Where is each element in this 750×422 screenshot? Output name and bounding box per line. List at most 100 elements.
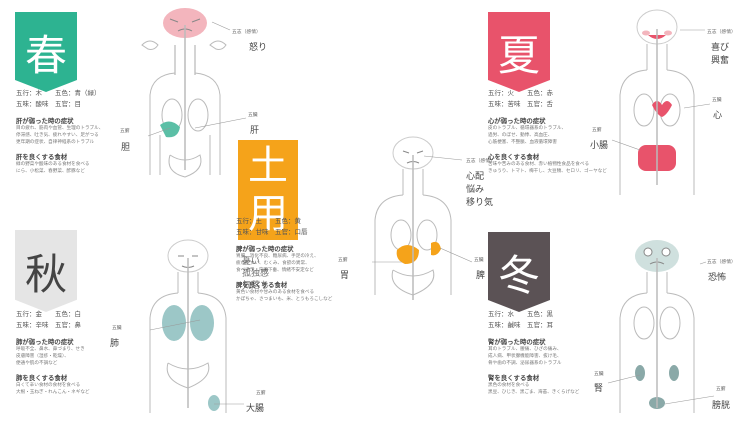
spring-info: 五行：木 五色：青（緑） 五味：酸味 五官：目 肝が弱った時の症状 目の疲れ、筋… — [16, 88, 103, 175]
spring-bowel-category: 五腑 — [120, 129, 130, 134]
autumn-attr-1: 五行：金 五色：白 — [16, 310, 81, 318]
spring-weak-text-2: 停滞感、吐き気、疲れやすい、足がつる — [16, 133, 99, 138]
spleen-organ — [431, 241, 441, 256]
spring-good-text-2: にら、小松菜、春野菜、酢豚など — [16, 169, 85, 174]
winter-organ-bladder: 膀胱 — [712, 401, 731, 411]
summer-good-title: 心を良くする食材 — [488, 153, 540, 161]
doyo-kanji-1: 土 — [248, 143, 288, 189]
winter-emotion-label: 恐怖 — [708, 273, 727, 283]
summer-body-illustration — [619, 9, 695, 195]
summer-organ-category: 五臓 — [712, 98, 722, 103]
summer-weak-text: 皮のトラブル、循環器系のトラブル、 — [488, 126, 567, 131]
liver-organ — [160, 121, 180, 138]
autumn-weak-text-3: 便通や肌の不調など — [16, 361, 58, 366]
doyo-emotion-labels: 心配 悩み 移り気 — [466, 171, 493, 210]
summer-badge: 夏 — [488, 12, 550, 92]
winter-badge: 冬 — [488, 232, 550, 312]
winter-weak-text-3: 骨や歯の不調、泌尿器系のトラブル — [488, 361, 562, 366]
doyo-weak-title: 脾が弱った時の症状 — [236, 245, 294, 253]
autumn-organ-lung: 肺 — [110, 339, 120, 349]
heart-organ — [652, 101, 672, 117]
summer-weak-text-2: 過労、のぼせ、動悸、高血圧、 — [488, 133, 553, 138]
winter-emotion-category: 五志（感情） — [707, 260, 736, 265]
autumn-good-text-2: 大根・玉ねぎ・れんこん・ネギなど — [16, 390, 90, 395]
doyo-organ-spleen: 脾 — [476, 271, 486, 281]
spring-weak-text: 目の疲れ、筋肉や血管、生理のトラブル、 — [16, 126, 104, 131]
summer-good-text: 苦味や苦みのある食材、赤い植物性食品を食べる — [488, 162, 590, 167]
autumn-good-text: 白くて辛い食材の食材を食べる — [16, 383, 81, 388]
spring-emotion-label: 怒り — [249, 43, 268, 53]
autumn-good-title: 肺を良くする食材 — [16, 374, 68, 382]
doyo-weak-text-3: 食べ過ぎ、内臓下垂、情緒不安定など — [236, 268, 314, 273]
winter-body-illustration — [619, 240, 695, 413]
doyo-organ-stomach: 胃 — [340, 271, 350, 281]
doyo-weak-text-2: 疲れやすい、むくみ、食欲の異常、 — [236, 261, 310, 266]
overlap-emotion-1: 憂い — [242, 257, 261, 267]
overlap-emotion-2: 孤独感 — [242, 269, 270, 279]
summer-info: 五行：火 五色：赤 五味：苦味 五官：舌 心が弱った時の症状 皮のトラブル、循環… — [488, 88, 607, 175]
angry-face-icon — [163, 8, 207, 38]
spring-good-text: 緑の野菜や酸味のある食材を食べる — [16, 162, 90, 167]
spring-organ-category: 五臓 — [248, 113, 258, 118]
spring-attr-1: 五行：木 五色：青（緑） — [16, 89, 101, 97]
winter-organ-category: 五臓 — [594, 372, 604, 377]
lung-left-organ — [162, 305, 186, 341]
autumn-info: 五行：金 五色：白 五味：辛味 五官：鼻 肺が弱った時の症状 呼吸不全、鼻水、鼻… — [16, 309, 90, 396]
doyo-good-text: 黄色い食材や甘みのある食材を食べる — [236, 290, 315, 295]
winter-good-text: 黒色の食材を食べる — [488, 383, 530, 388]
doyo-bowel-category: 五腑 — [338, 258, 348, 263]
spring-badge: 春 — [15, 12, 77, 92]
spring-weak-title: 肝が弱った時の症状 — [16, 117, 74, 125]
lung-right-organ — [190, 305, 214, 341]
summer-emotion-labels: 喜び 興奮 — [711, 42, 729, 68]
stomach-organ — [396, 245, 419, 264]
winter-info: 五行：水 五色：黒 五味：鹹味 五官：耳 腎が弱った時の症状 耳のトラブル、腰痛… — [488, 309, 579, 396]
summer-organ-heart: 心 — [713, 111, 723, 121]
doyo-emotion-3: 移り気 — [466, 198, 494, 208]
spring-kanji: 春 — [24, 30, 67, 80]
summer-emotion-1: 喜び — [711, 43, 730, 53]
autumn-weak-text-2: 皮膚障害（湿疹・乾燥）、 — [16, 354, 69, 359]
summer-kanji: 夏 — [497, 30, 540, 80]
summer-emotion-2: 興奮 — [711, 56, 730, 66]
steam-icon — [141, 40, 159, 50]
summer-weak-title: 心が弱った時の症状 — [488, 117, 546, 125]
doyo-good-title: 脾を良くする食材 — [236, 281, 288, 289]
spring-emotion-category: 五志（感情） — [232, 30, 261, 35]
summer-emotion-category: 五志（感情） — [707, 30, 736, 35]
doyo-weak-text: 胃腸、消化不良、糖尿病、手足の冷え、 — [236, 254, 319, 259]
spring-attr-2: 五味：酸味 五官：目 — [16, 100, 81, 108]
winter-kanji: 冬 — [497, 250, 540, 300]
summer-attr-2: 五味：苦味 五官：舌 — [488, 100, 553, 108]
doyo-body-illustration — [374, 136, 452, 300]
winter-bowel-category: 五腑 — [716, 387, 726, 392]
doyo-overlap-emotions: 憂い 孤独感 気落ち — [242, 256, 269, 292]
summer-attr-1: 五行：火 五色：赤 — [488, 89, 553, 97]
doyo-good-text-2: かぼちゃ、さつまいも、米、とうもろこしなど — [236, 297, 333, 302]
winter-weak-text: 耳のトラブル、腰痛、ひざの痛み、 — [488, 347, 562, 352]
doyo-emotion-1: 心配 — [466, 172, 485, 182]
doyo-info: 五行：土 五色：黄 五味：甘味 五官：口唇 脾が弱った時の症状 胃腸、消化不良、… — [236, 216, 332, 303]
doyo-emotion-category: 五志（感情） — [466, 159, 495, 164]
doyo-kanji-2: 用 — [248, 191, 288, 237]
winter-attr-2: 五味：鹹味 五官：耳 — [488, 321, 553, 329]
winter-weak-text-2: 成人病、甲状腺機能障害、抜け毛、 — [488, 354, 562, 359]
autumn-weak-text: 呼吸不全、鼻水、鼻づまり、せき — [16, 347, 85, 352]
spring-good-title: 肝を良くする食材 — [16, 153, 68, 161]
winter-attr-1: 五行：水 五色：黒 — [488, 310, 553, 318]
spring-body-illustration — [141, 8, 227, 178]
summer-good-text-2: きゅうり、トマト、梅干し、大豆類、セロリ、ゴーヤなど — [488, 169, 607, 174]
winter-organ-kidney: 腎 — [594, 384, 604, 394]
autumn-organ-large-intestine: 大腸 — [246, 404, 265, 414]
autumn-bowel-category: 五腑 — [256, 391, 266, 396]
large-intestine-organ — [208, 395, 220, 411]
kidney-left-organ — [635, 365, 645, 381]
autumn-weak-title: 肺が弱った時の症状 — [16, 338, 74, 346]
spring-weak-text-3: 更年期の症状、自律神経系のトラブル — [16, 140, 95, 145]
autumn-badge: 秋 — [15, 230, 77, 312]
spring-organ-gallbladder: 胆 — [121, 143, 131, 153]
winter-good-title: 腎を良くする食材 — [488, 374, 540, 382]
autumn-organ-category: 五臓 — [112, 326, 122, 331]
autumn-attr-2: 五味：辛味 五官：鼻 — [16, 321, 81, 329]
summer-bowel-category: 五腑 — [592, 128, 602, 133]
